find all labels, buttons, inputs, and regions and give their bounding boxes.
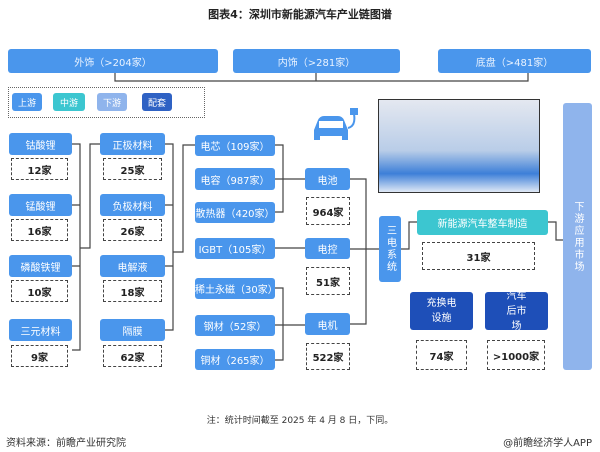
count-vehicle-manufacturing: 31家 (422, 242, 535, 270)
count-anode: 26家 (103, 219, 162, 241)
count-separator: 62家 (103, 345, 162, 367)
node-charging-facilities: 充换电设施 (410, 292, 473, 330)
count-motor: 522家 (306, 343, 350, 370)
interior-bar: 内饰（>281家） (233, 49, 400, 73)
node-lmo: 锰酸锂 (9, 194, 72, 216)
node-aftermarket: 汽车后市场 (485, 291, 548, 332)
legend-upstream: 上游 (12, 93, 42, 111)
node-anode: 负极材料 (100, 194, 165, 216)
three-electric-system: 三电系统 (379, 216, 401, 282)
count-lfp: 10家 (11, 280, 68, 302)
source: 资料来源：前瞻产业研究院 (6, 438, 126, 449)
count-lco: 12家 (11, 158, 68, 180)
node-igbt: IGBT（105家） (195, 238, 275, 259)
legend-supporting: 配套 (142, 93, 172, 111)
brand-watermark: @前瞻经济学人APP (503, 438, 592, 449)
downstream-market: 下游应用市场 (563, 103, 592, 370)
node-cathode: 正极材料 (100, 133, 165, 155)
node-steel: 钢材（52家） (195, 315, 275, 336)
count-lmo: 16家 (11, 219, 68, 241)
node-ternary: 三元材料 (9, 319, 72, 341)
node-heatsink: 散热器（420家） (195, 202, 275, 223)
exterior-bar: 外饰（>204家） (8, 49, 218, 73)
node-electrolyte: 电解液 (100, 255, 165, 277)
ev-charging-image (378, 99, 540, 193)
node-capacitor: 电容（987家） (195, 168, 275, 190)
count-battery: 964家 (306, 197, 350, 225)
node-ecu: 电控 (305, 238, 350, 259)
node-vehicle-manufacturing: 新能源汽车整车制造 (417, 210, 548, 235)
node-lfp: 磷酸铁锂 (9, 255, 72, 277)
car-plug-icon (310, 108, 358, 148)
node-lco: 钴酸锂 (9, 133, 72, 155)
count-aftermarket: >1000家 (487, 340, 545, 370)
note: 注：统计时间截至 2025 年 4 月 8 日，下同。 (206, 416, 394, 426)
count-charging-facilities: 74家 (416, 340, 467, 370)
count-cathode: 25家 (103, 158, 162, 180)
node-copper: 铜材（265家） (195, 349, 275, 370)
diagram-title: 图表4：深圳市新能源汽车产业链图谱 (208, 8, 392, 21)
count-ecu: 51家 (306, 267, 350, 295)
legend-midstream: 中游 (53, 93, 85, 111)
legend-downstream: 下游 (97, 93, 127, 111)
node-battery: 电池 (305, 168, 350, 190)
count-electrolyte: 18家 (103, 280, 162, 302)
node-cell: 电芯（109家） (195, 135, 275, 156)
node-motor: 电机 (305, 313, 350, 335)
count-ternary: 9家 (11, 345, 68, 367)
legend (8, 87, 205, 118)
node-separator: 隔膜 (100, 319, 165, 341)
chassis-bar: 底盘（>481家） (438, 49, 591, 73)
node-rare-earth: 稀土永磁（30家） (195, 278, 278, 299)
